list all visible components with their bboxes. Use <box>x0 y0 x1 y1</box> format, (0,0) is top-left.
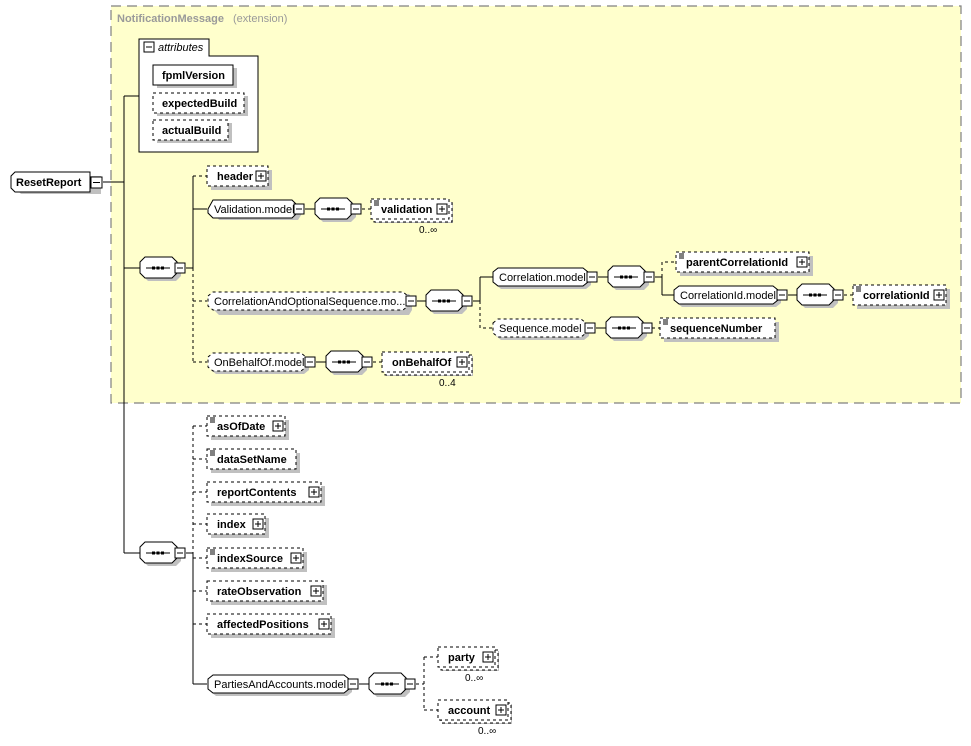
simple-content-icon <box>663 319 668 325</box>
attribute-fpmlversion[interactable]: fpmlVersion <box>152 64 237 88</box>
simple-content-icon <box>210 549 215 555</box>
group-sequence-model[interactable]: Sequence.model <box>492 318 596 340</box>
simple-content-icon <box>679 253 684 259</box>
element-label: reportContents <box>217 487 296 499</box>
sequence-compositor[interactable] <box>368 672 416 697</box>
sequence-compositor[interactable] <box>607 265 655 290</box>
element-account[interactable]: account 0..∞ <box>437 699 512 737</box>
group-validation-model[interactable]: Validation.model <box>207 199 305 220</box>
group-correlation-model[interactable]: Correlation.model <box>492 267 598 289</box>
element-label: dataSetName <box>217 454 287 466</box>
sequence-compositor[interactable] <box>425 289 473 314</box>
sequence-compositor[interactable] <box>314 197 362 222</box>
svg-text:CorrelationAndOptionalSequence: CorrelationAndOptionalSequence.mo... <box>214 296 405 308</box>
element-label: asOfDate <box>217 421 265 433</box>
occurrence-label: 0..∞ <box>465 673 483 684</box>
collapse-icon[interactable] <box>90 176 103 189</box>
group-onbehalfof-model[interactable]: OnBehalfOf.model <box>207 352 316 374</box>
group-correlation-and-optional-sequence-model[interactable]: CorrelationAndOptionalSequence.mo... <box>207 291 417 315</box>
expand-icon[interactable] <box>290 552 302 564</box>
connectors <box>103 95 853 711</box>
expand-icon[interactable] <box>933 289 945 301</box>
expand-icon[interactable] <box>436 203 448 215</box>
element-index[interactable]: index <box>206 513 269 538</box>
element-label: validation <box>381 204 433 216</box>
element-datasetname[interactable]: dataSetName <box>206 448 300 473</box>
svg-text:fpmlVersion: fpmlVersion <box>162 70 225 82</box>
element-onbehalfof[interactable]: onBehalfOf 0..4 <box>381 351 473 389</box>
attribute-expectedbuild[interactable]: expectedBuild <box>152 92 248 116</box>
extension-subtitle: (extension) <box>233 13 287 25</box>
expand-icon[interactable] <box>796 256 808 268</box>
element-label: header <box>217 171 254 183</box>
element-parentcorrelationid[interactable]: parentCorrelationId <box>675 251 813 276</box>
sequence-compositor[interactable] <box>325 350 373 375</box>
element-correlationid[interactable]: correlationId <box>852 284 950 309</box>
group-parties-and-accounts-model[interactable]: PartiesAndAccounts.model <box>207 674 359 696</box>
svg-text:Correlation.model: Correlation.model <box>499 272 586 284</box>
simple-content-icon <box>856 286 861 292</box>
element-label: index <box>217 519 247 531</box>
element-header[interactable]: header <box>206 165 272 190</box>
expand-icon[interactable] <box>252 518 264 530</box>
element-label: sequenceNumber <box>670 323 763 335</box>
expand-icon[interactable] <box>482 651 494 663</box>
expand-icon[interactable] <box>456 356 468 368</box>
element-sequencenumber[interactable]: sequenceNumber <box>659 317 779 342</box>
element-label: affectedPositions <box>217 619 309 631</box>
element-label: indexSource <box>217 553 283 565</box>
sequence-compositor[interactable] <box>796 283 844 308</box>
occurrence-label: 0..∞ <box>419 225 437 236</box>
element-label: account <box>448 705 491 717</box>
svg-text:actualBuild: actualBuild <box>162 125 221 137</box>
simple-content-icon <box>374 200 379 206</box>
element-affectedpositions[interactable]: affectedPositions <box>206 613 335 638</box>
svg-text:Sequence.model: Sequence.model <box>499 323 582 335</box>
occurrence-label: 0..4 <box>439 378 456 389</box>
element-nodes: header validation 0..∞ parentCorrelationId c… <box>206 165 950 737</box>
group-correlationid-model[interactable]: CorrelationId.model <box>673 285 788 307</box>
sequence-compositor[interactable] <box>139 541 186 566</box>
element-label: parentCorrelationId <box>686 257 788 269</box>
occurrence-label: 0..∞ <box>478 726 496 737</box>
element-indexsource[interactable]: indexSource <box>206 547 307 572</box>
expand-icon[interactable] <box>310 585 322 597</box>
element-validation[interactable]: validation 0..∞ <box>370 198 453 236</box>
element-party[interactable]: party 0..∞ <box>437 646 499 684</box>
svg-text:expectedBuild: expectedBuild <box>162 98 237 110</box>
expand-icon[interactable] <box>272 420 284 432</box>
element-label: party <box>448 652 476 664</box>
svg-text:PartiesAndAccounts.model: PartiesAndAccounts.model <box>214 679 346 691</box>
root-label: ResetReport <box>16 177 82 189</box>
svg-text:Validation.model: Validation.model <box>214 204 295 216</box>
extension-title: NotificationMessage <box>117 13 224 25</box>
expand-icon[interactable] <box>255 170 267 182</box>
sequence-compositor[interactable] <box>605 316 653 341</box>
element-label: correlationId <box>863 290 930 302</box>
sequence-compositor[interactable] <box>139 256 186 281</box>
collapse-icon[interactable] <box>143 41 155 53</box>
attributes-label: attributes <box>158 42 204 54</box>
attributes-group: attributes fpmlVersion expectedBuild act… <box>138 38 259 153</box>
simple-content-icon <box>210 450 215 456</box>
simple-content-icon <box>210 417 215 423</box>
attribute-actualbuild[interactable]: actualBuild <box>152 119 232 143</box>
expand-icon[interactable] <box>308 486 320 498</box>
svg-text:OnBehalfOf.model: OnBehalfOf.model <box>214 357 305 369</box>
element-label: onBehalfOf <box>392 357 452 369</box>
element-reportcontents[interactable]: reportContents <box>206 481 325 506</box>
expand-icon[interactable] <box>318 618 330 630</box>
expand-icon[interactable] <box>495 704 507 716</box>
element-label: rateObservation <box>217 586 302 598</box>
root-element[interactable]: ResetReport <box>10 171 103 194</box>
svg-text:CorrelationId.model: CorrelationId.model <box>680 290 776 302</box>
element-asofdate[interactable]: asOfDate <box>206 415 289 440</box>
element-rateobservation[interactable]: rateObservation <box>206 580 327 605</box>
